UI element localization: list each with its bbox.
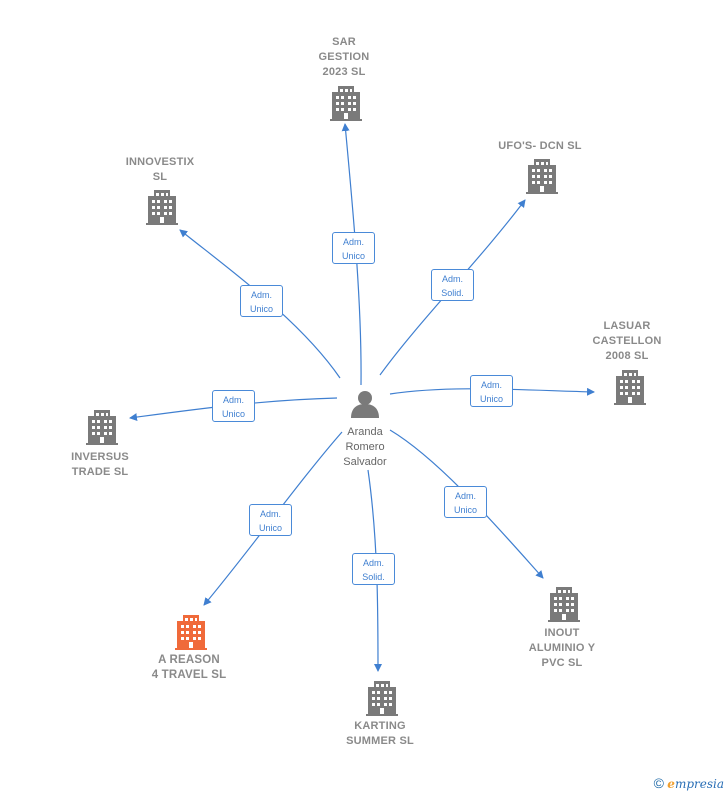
role-line1: Adm. — [259, 509, 281, 519]
role-line2: Unico — [221, 409, 245, 419]
building-icon-sar — [330, 86, 362, 121]
role-box-lasuar: Adm. Unico — [470, 375, 513, 407]
role-line1: Adm. — [441, 274, 463, 284]
company-label-sar[interactable]: SAR GESTION 2023 SL — [318, 36, 370, 78]
building-icon-inversus — [86, 410, 118, 445]
role-line2: Solid. — [362, 572, 385, 582]
building-icon-lasuar — [614, 370, 646, 405]
role-box-inout: Adm. Unico — [444, 486, 487, 518]
role-line2: Unico — [453, 505, 477, 515]
role-line1: Adm. — [480, 380, 502, 390]
building-icon-ufos — [526, 159, 558, 194]
building-icon-inout — [548, 587, 580, 622]
building-icon-innovestix — [146, 190, 178, 225]
role-box-inversus: Adm. Unico — [212, 390, 255, 422]
brand-logo-e: e — [667, 777, 675, 791]
role-line2: Solid. — [441, 288, 464, 298]
company-label-inversus[interactable]: INVERSUS TRADE SL — [71, 451, 129, 478]
role-box-sar: Adm. Unico — [332, 232, 375, 264]
building-icon-areason — [175, 615, 207, 650]
brand-logo-text: mpresia — [674, 777, 724, 791]
company-label-inout[interactable]: INOUT ALUMINIO Y PVC SL — [528, 627, 596, 669]
role-line1: Adm. — [362, 558, 384, 568]
role-line1: Adm. — [342, 237, 364, 247]
company-label-areason[interactable]: A REASON 4 TRAVEL SL — [151, 654, 227, 681]
role-line1: Adm. — [222, 395, 244, 405]
footer-brand[interactable]: © empresia — [654, 775, 724, 791]
building-icon-karting — [366, 681, 398, 716]
company-label-karting[interactable]: KARTING SUMMER SL — [346, 720, 414, 747]
role-box-ufos: Adm. Solid. — [431, 269, 474, 301]
role-line2: Unico — [258, 523, 282, 533]
role-line2: Unico — [479, 394, 503, 404]
copyright-icon: © — [653, 775, 664, 791]
role-line1: Adm. — [454, 491, 476, 501]
company-label-ufos[interactable]: UFO'S- DCN SL — [498, 140, 582, 152]
company-label-lasuar[interactable]: LASUAR CASTELLON 2008 SL — [592, 320, 662, 362]
role-line2: Unico — [341, 251, 365, 261]
role-box-areason: Adm. Unico — [249, 504, 292, 536]
person-name[interactable]: Aranda Romero Salvador — [343, 426, 387, 468]
company-label-innovestix[interactable]: INNOVESTIX SL — [125, 156, 195, 183]
role-box-innovestix: Adm. Unico — [240, 285, 283, 317]
role-line2: Unico — [249, 304, 273, 314]
role-line1: Adm. — [250, 290, 272, 300]
person-icon — [351, 391, 379, 418]
role-box-karting: Adm. Solid. — [352, 553, 395, 585]
